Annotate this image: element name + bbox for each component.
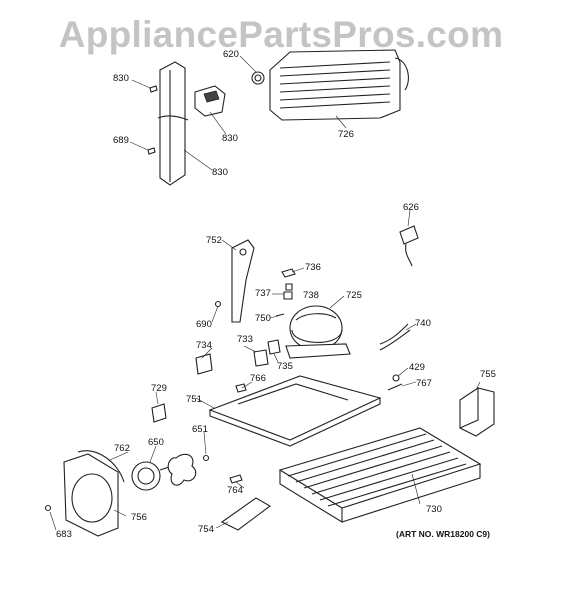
watermark-text: AppliancePartsPros.com [58,14,504,55]
label-830: 830 [222,133,238,144]
fitting-620 [251,71,265,85]
label-752: 752 [206,235,222,246]
label-740: 740 [415,318,431,329]
label-767: 767 [416,378,432,389]
compressor-725 [285,305,351,359]
connector-626 [399,225,419,267]
label-766: 766 [250,373,266,384]
label-683: 683 [56,529,72,540]
label-725: 725 [346,290,362,301]
bracket-752 [231,239,255,323]
label-726: 726 [338,129,354,140]
label-620: 620 [223,49,239,60]
bracket-830 [147,61,189,186]
label-754: 754 [198,524,214,535]
label-762: 762 [114,443,130,454]
screw-651 [202,454,210,462]
label-729: 729 [151,383,167,394]
label-738: 738 [303,290,319,301]
label-733: 733 [237,334,253,345]
label-750: 750 [255,313,271,324]
screw-683 [44,504,52,512]
label-730: 730 [426,504,442,515]
label-751: 751 [186,394,202,405]
label-764: 764 [227,485,243,496]
base-pan-751 [208,375,382,447]
label-830: 830 [113,73,129,84]
small-parts [214,268,296,317]
label-755: 755 [480,369,496,380]
housing-756 [63,450,125,537]
label-689: 689 [113,135,129,146]
part-729 [151,403,167,423]
clip-830 [194,85,226,117]
bracket-755 [459,387,495,437]
relay-parts [195,339,281,375]
leader-lines [49,55,481,531]
part-764-754 [220,474,271,531]
condenser-726 [269,49,409,121]
label-734: 734 [196,340,212,351]
parts-429-767 [387,374,403,391]
label-650: 650 [148,437,164,448]
tube-740 [379,323,411,351]
label-626: 626 [403,202,419,213]
label-690: 690 [196,319,212,330]
motor-650 [131,461,173,491]
label-651: 651 [192,424,208,435]
label-830: 830 [212,167,228,178]
label-737: 737 [255,288,271,299]
art-number: (ART NO. WR18200 C9) [396,529,490,539]
label-756: 756 [131,512,147,523]
label-429: 429 [409,362,425,373]
label-736: 736 [305,262,321,273]
evaporator-730 [278,427,482,523]
label-735: 735 [277,361,293,372]
part-766 [235,383,247,393]
fan-blade [167,453,197,486]
